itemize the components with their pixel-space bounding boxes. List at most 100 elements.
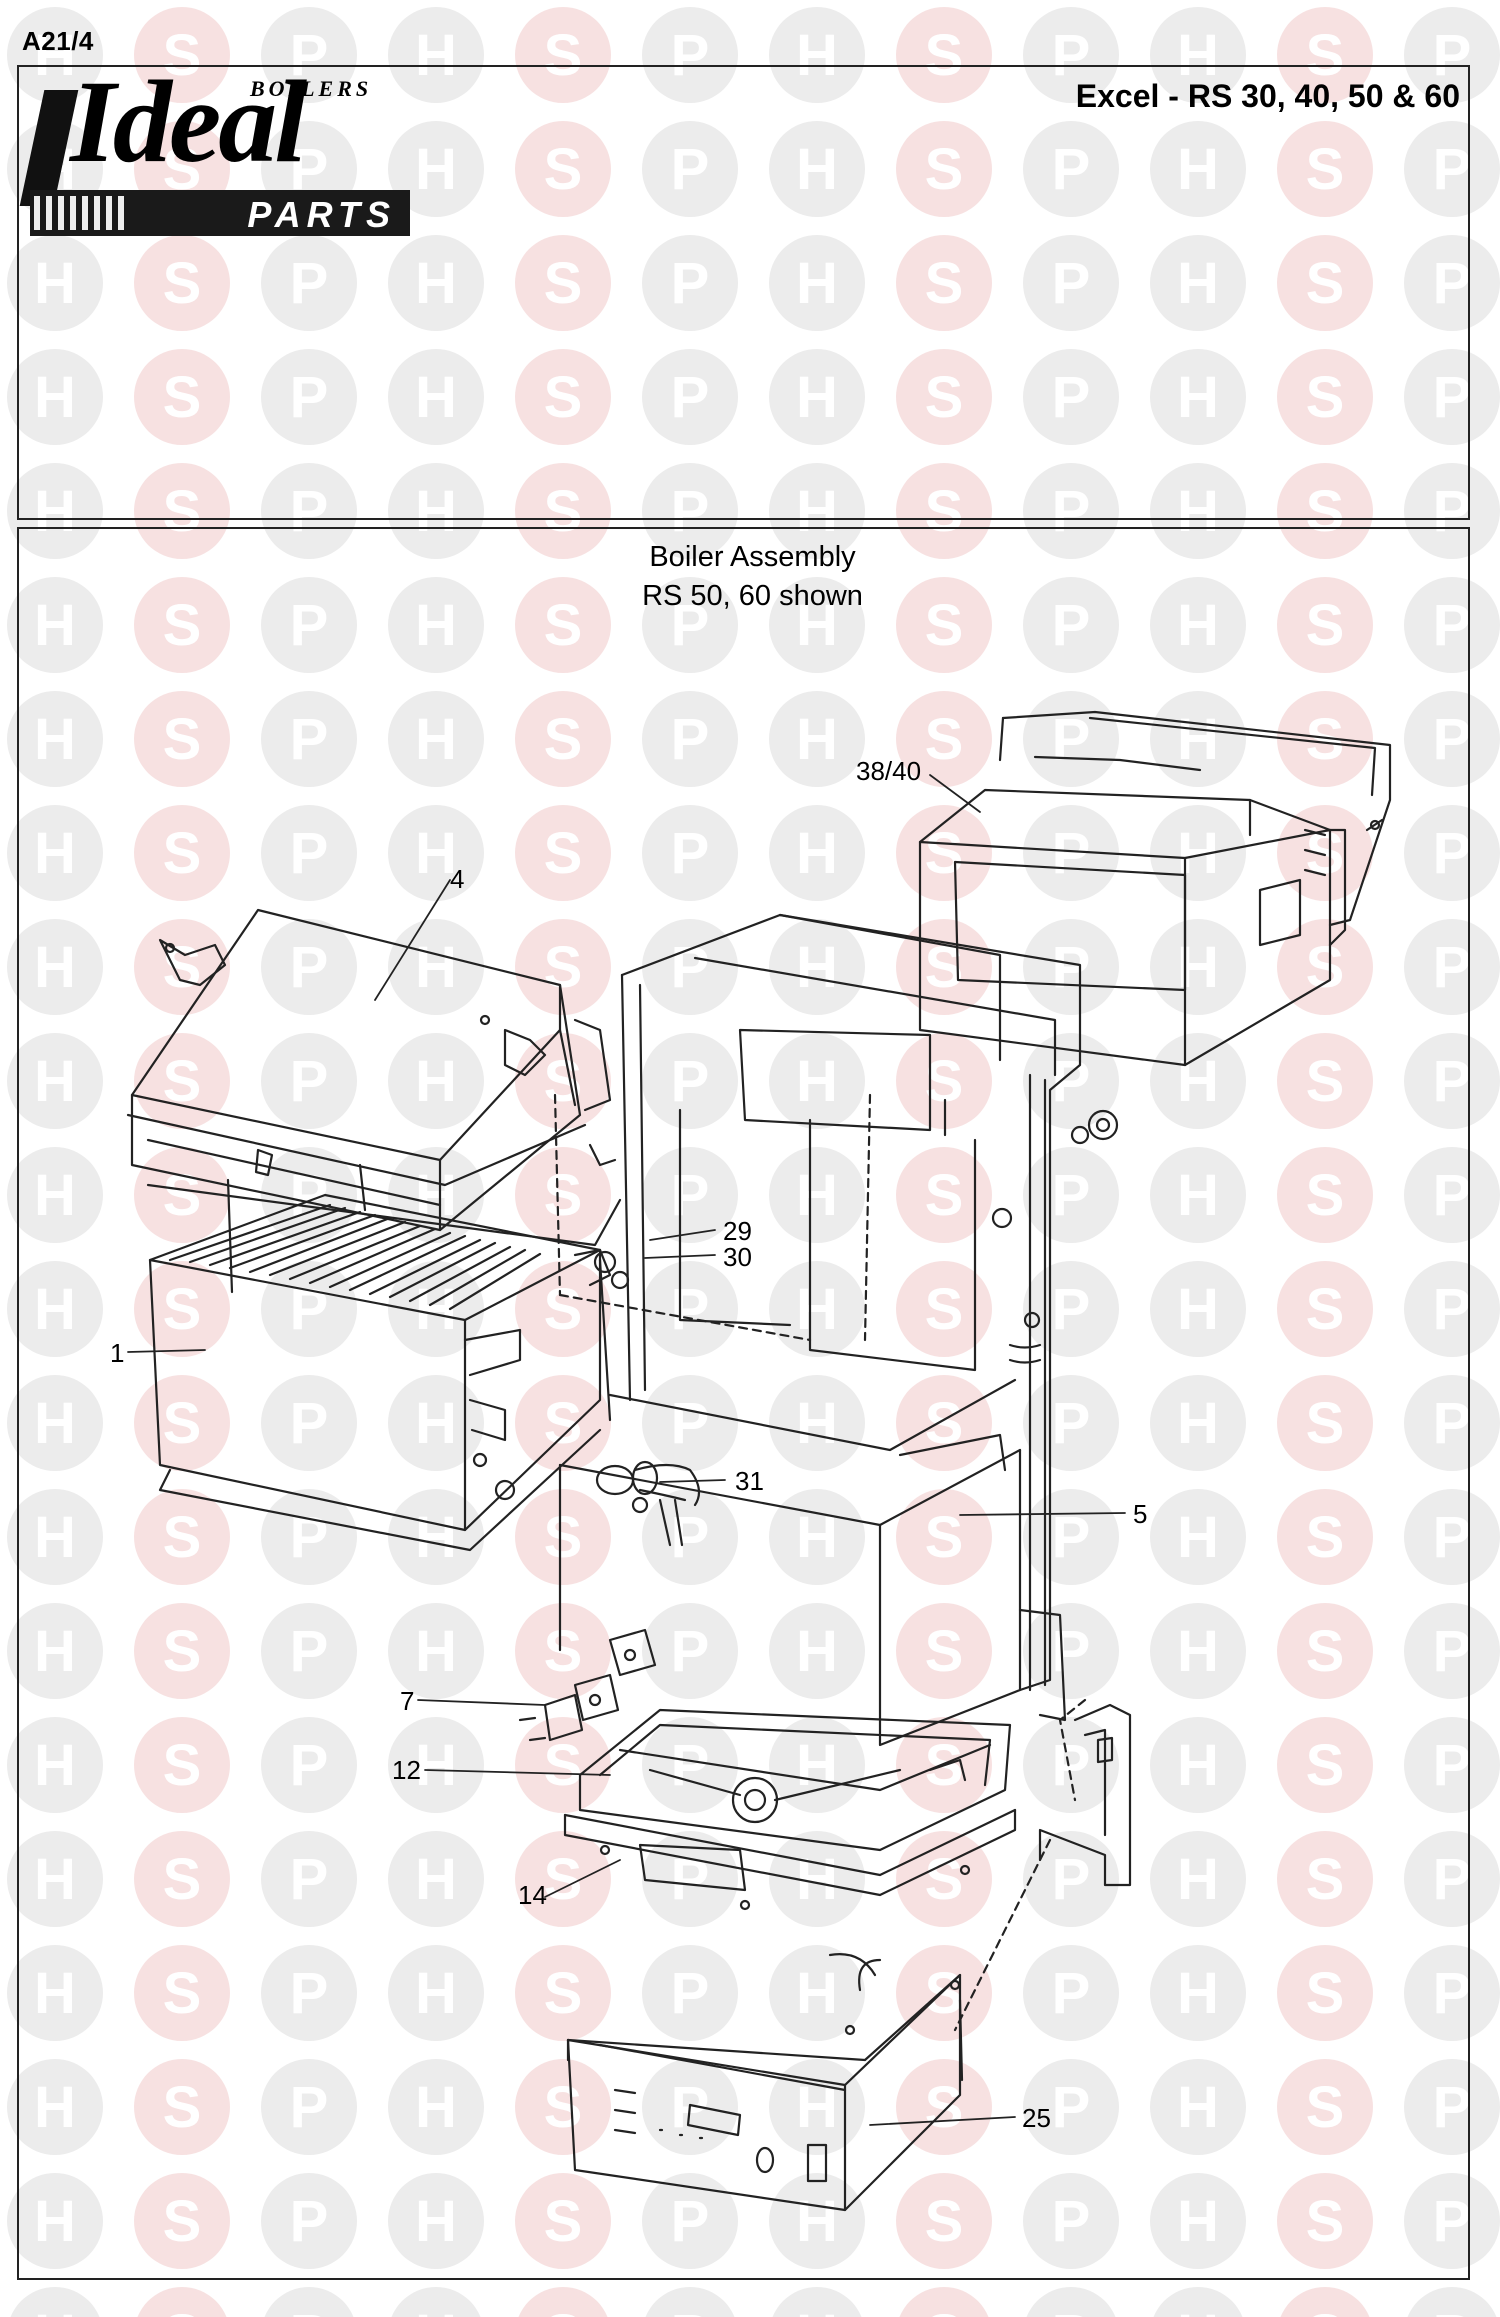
svg-text:S: S <box>544 1163 583 1228</box>
svg-text:H: H <box>1177 1961 1219 2026</box>
svg-text:P: P <box>671 2303 710 2317</box>
watermark-circle: P <box>261 349 357 445</box>
watermark-circle: H <box>769 919 865 1015</box>
svg-text:P: P <box>290 1847 329 1912</box>
svg-text:P: P <box>671 251 710 316</box>
svg-text:H: H <box>1177 251 1219 316</box>
watermark-circle: H <box>769 1375 865 1471</box>
watermark-circle: H <box>1150 1033 1246 1129</box>
svg-text:P: P <box>1433 1847 1472 1912</box>
svg-text:P: P <box>671 593 710 658</box>
watermark-circle: S <box>134 2173 230 2269</box>
watermark-circle: S <box>134 919 230 1015</box>
svg-text:S: S <box>544 593 583 658</box>
svg-text:S: S <box>544 365 583 430</box>
watermark-circle: S <box>896 1603 992 1699</box>
svg-text:P: P <box>290 479 329 544</box>
svg-text:H: H <box>34 1619 76 1684</box>
leader-lines <box>127 774 1126 2126</box>
watermark-circle: S <box>134 1717 230 1813</box>
watermark-circle: H <box>388 1375 484 1471</box>
watermark-circle: P <box>1404 1261 1500 1357</box>
svg-text:P: P <box>671 137 710 202</box>
svg-text:P: P <box>1433 1391 1472 1456</box>
watermark-circle: S <box>515 463 611 559</box>
callout-14: 14 <box>518 1880 547 1910</box>
watermark-circle: H <box>769 463 865 559</box>
watermark-circle: S <box>1277 919 1373 1015</box>
watermark-circle: S <box>1280 2287 1370 2317</box>
watermark-circle: H <box>1150 1831 1246 1927</box>
svg-text:S: S <box>163 1961 202 2026</box>
svg-text:P: P <box>290 2189 329 2254</box>
svg-text:S: S <box>925 23 964 88</box>
callout-31: 31 <box>735 1466 764 1496</box>
watermark-circle: P <box>1404 1033 1500 1129</box>
svg-text:S: S <box>1306 1505 1345 1570</box>
watermark-circle: P <box>642 805 738 901</box>
watermark-circle: S <box>134 1603 230 1699</box>
watermark-circle: H <box>769 1147 865 1243</box>
svg-text:S: S <box>1306 2189 1345 2254</box>
watermark-circle: P <box>1407 2287 1497 2317</box>
callout-7: 7 <box>400 1686 415 1716</box>
svg-text:P: P <box>1433 2075 1472 2140</box>
svg-text:H: H <box>1177 479 1219 544</box>
part-combustion-chamber <box>148 1148 612 1552</box>
watermark-circle: S <box>134 2059 230 2155</box>
svg-text:H: H <box>34 1505 76 1570</box>
svg-text:S: S <box>544 935 583 1000</box>
svg-text:S: S <box>925 1619 964 1684</box>
svg-text:H: H <box>1177 1163 1219 1228</box>
watermark-circle: H <box>1150 691 1246 787</box>
watermark-circle: P <box>642 1147 738 1243</box>
svg-text:P: P <box>1433 479 1472 544</box>
watermark-circle: P <box>642 121 738 217</box>
watermark-circle: S <box>134 7 230 103</box>
svg-text:P: P <box>290 2075 329 2140</box>
diagram-title: Boiler Assembly <box>649 541 856 573</box>
svg-text:P: P <box>1052 707 1091 772</box>
watermark-circle: H <box>7 2059 103 2155</box>
watermark-circle: P <box>1404 1831 1500 1927</box>
watermark-circle: P <box>642 2173 738 2269</box>
watermark-circle: S <box>1277 1831 1373 1927</box>
watermark-circle: S <box>515 1603 611 1699</box>
svg-text:P: P <box>1052 1391 1091 1456</box>
svg-text:H: H <box>34 935 76 1000</box>
svg-text:H: H <box>1177 137 1219 202</box>
watermark-circle: S <box>896 1945 992 2041</box>
watermark-circle: H <box>7 463 103 559</box>
watermark-circle: S <box>1277 7 1373 103</box>
svg-text:S: S <box>1306 1961 1345 2026</box>
watermark-circle: S <box>896 2173 992 2269</box>
svg-text:P: P <box>1433 137 1472 202</box>
part-brackets <box>518 1628 657 1742</box>
watermark-circle: P <box>1404 463 1500 559</box>
watermark-circle: P <box>1023 1717 1119 1813</box>
svg-text:S: S <box>1306 1733 1345 1798</box>
svg-text:H: H <box>415 1961 457 2026</box>
callout-38-40: 38/40 <box>856 756 922 786</box>
watermark-circle: H <box>769 235 865 331</box>
svg-text:P: P <box>290 23 329 88</box>
svg-text:P: P <box>671 23 710 88</box>
watermark-circle: S <box>1277 1945 1373 2041</box>
svg-text:S: S <box>925 137 964 202</box>
watermark-circle: P <box>1023 1603 1119 1699</box>
watermark-circle: S <box>134 1831 230 1927</box>
watermark-circle: P <box>642 1717 738 1813</box>
watermark-circle: S <box>896 2059 992 2155</box>
svg-text:S: S <box>163 1847 202 1912</box>
svg-text:P: P <box>1052 479 1091 544</box>
svg-text:S: S <box>1306 479 1345 544</box>
watermark-circle: P <box>261 2173 357 2269</box>
part-main-frame <box>553 913 1119 1747</box>
watermark-circle: S <box>515 1831 611 1927</box>
svg-text:H: H <box>796 137 838 202</box>
svg-text:P: P <box>290 251 329 316</box>
svg-text:P: P <box>1052 23 1091 88</box>
svg-text:P: P <box>290 1619 329 1684</box>
svg-text:H: H <box>34 1277 76 1342</box>
watermark-circle: S <box>515 919 611 1015</box>
